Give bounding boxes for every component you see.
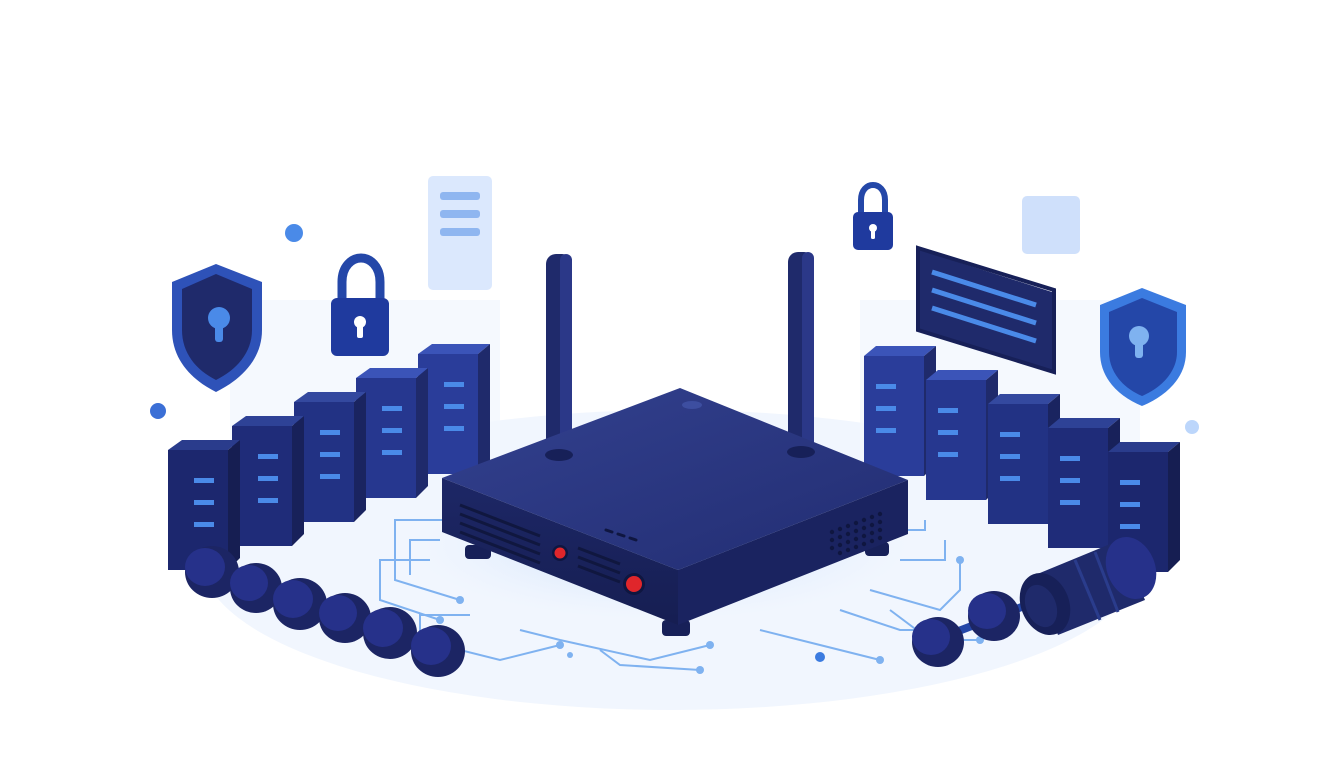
chain-node [968,591,1020,641]
chain-node [411,625,465,677]
server-rack [356,368,428,498]
power-button [552,545,568,561]
chain-node [230,563,282,613]
left-node-chain [185,546,465,677]
server-rack [418,344,490,474]
right-antenna [788,252,814,458]
document-icon [428,176,492,290]
left-antenna [546,254,572,464]
server-rack [232,416,304,546]
led-indicators [604,528,638,542]
right-server-racks [864,346,1180,572]
chain-node [912,617,964,667]
padlock-icon [853,181,893,250]
chain-node [363,607,417,659]
server-rack [294,392,366,522]
chain-node [319,593,371,643]
reset-button [623,573,645,595]
vent-slits [459,503,621,584]
circuit-dots [436,556,984,674]
server-rack [864,346,936,476]
shield-keyhole-icon [1100,288,1186,406]
message-bubble-icon [1022,196,1080,254]
floating-dots [150,224,1199,434]
right-cylinder-connector [912,536,1157,667]
server-rack [926,370,998,500]
shield-keyhole-icon [172,264,262,392]
speaker-grille [829,511,883,556]
chain-node [273,578,327,630]
server-rack [988,394,1060,524]
left-server-racks [168,344,490,570]
router [442,252,908,636]
padlock-icon [331,253,389,356]
message-panel-icon [916,245,1056,375]
chain-node [185,546,239,598]
